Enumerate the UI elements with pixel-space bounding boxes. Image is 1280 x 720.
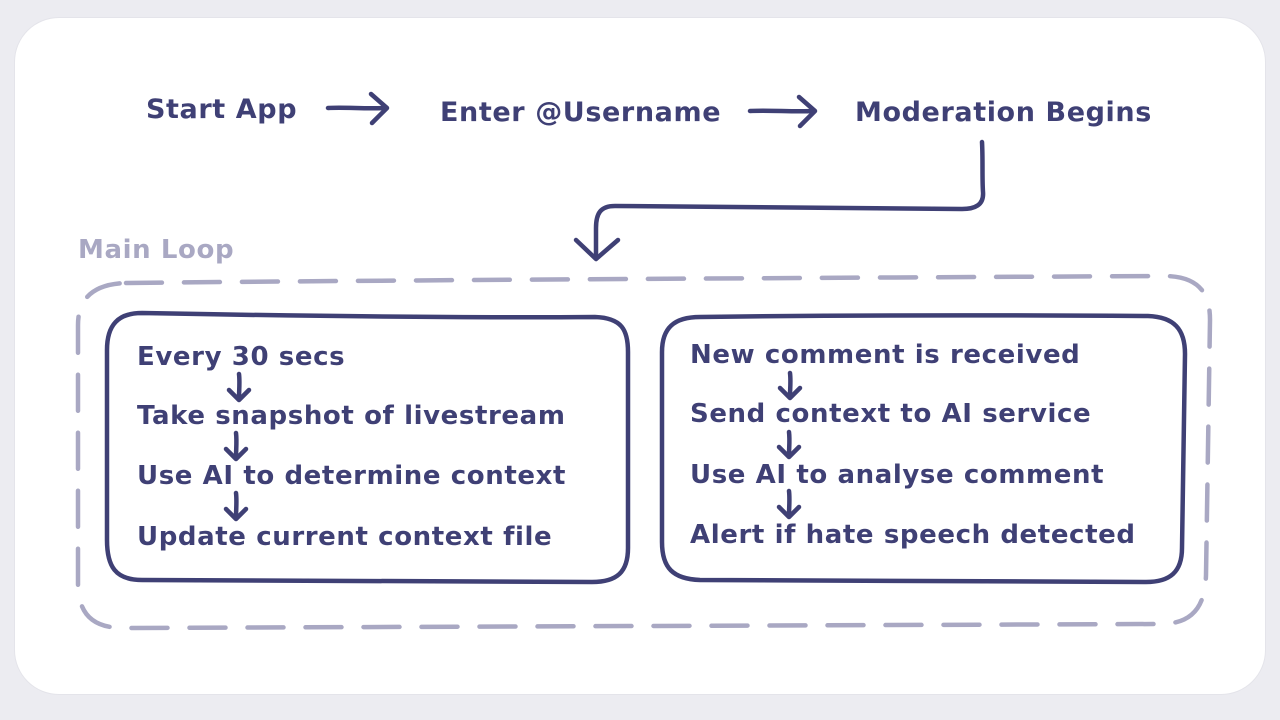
main-loop-container (75, 273, 1213, 631)
right-process-box (659, 313, 1188, 585)
arrow-down-icon (776, 429, 802, 460)
left-step-4: Update current context file (137, 522, 552, 552)
left-step-3: Use AI to determine context (137, 461, 566, 491)
left-step-1: Every 30 secs (137, 342, 345, 372)
arrow-down-icon (776, 488, 802, 520)
arrow-down-icon (223, 430, 249, 462)
right-step-4: Alert if hate speech detected (690, 520, 1136, 550)
arrow-down-icon (223, 490, 249, 522)
left-step-2: Take snapshot of livestream (137, 401, 566, 431)
right-step-1: New comment is received (690, 340, 1080, 370)
arrow-right-icon (747, 94, 818, 129)
arrow-down-icon (777, 370, 803, 401)
flow-step-start-app: Start App (146, 94, 297, 125)
arrow-down-icon (226, 371, 252, 403)
flow-step-moderation-begins: Moderation Begins (855, 97, 1152, 128)
right-step-2: Send context to AI service (690, 399, 1091, 429)
flow-step-enter-username: Enter @Username (440, 97, 721, 128)
left-process-box (104, 310, 631, 585)
main-loop-label: Main Loop (78, 235, 234, 265)
right-step-3: Use AI to analyse comment (690, 460, 1104, 490)
connector-arrow-icon (573, 139, 986, 262)
arrow-right-icon (325, 91, 390, 126)
